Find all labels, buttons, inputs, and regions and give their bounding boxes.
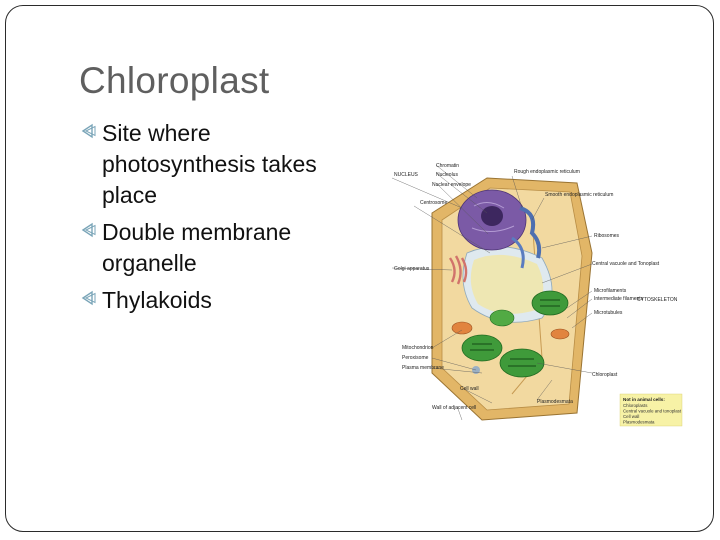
note-item: Cell wall (623, 414, 639, 419)
label-smooth-er: Smooth endoplasmic reticulum (545, 192, 613, 198)
bullet-item: Site where photosynthesis takes place (80, 118, 370, 211)
label-plasma-membrane: Plasma membrane (402, 365, 444, 371)
bullet-marker-icon (81, 123, 96, 139)
label-microtubules: Microtubules (594, 310, 623, 316)
bullet-item: Double membrane organelle (80, 217, 370, 279)
label-ribosomes: Ribosomes (594, 233, 620, 239)
label-microfilaments: Microfilaments (594, 288, 627, 294)
note-item: Chloroplasts (623, 403, 648, 408)
note-item: Plasmodesmata (623, 420, 655, 425)
label-cytoskeleton: CYTOSKELETON (637, 297, 678, 303)
note-item: Central vacuole and tonoplast (623, 409, 682, 414)
label-central-vacuole: Central vacuole and Tonoplast (592, 261, 660, 267)
note-box: Not in animal cells: Chloroplasts Centra… (619, 393, 683, 427)
bullet-marker-icon (81, 290, 96, 306)
bullet-list: Site where photosynthesis takes place Do… (80, 118, 370, 322)
cell-body (431, 177, 593, 421)
label-nucleolus: Nucleolus (436, 172, 458, 178)
label-mitochondrion: Mitochondrion (402, 345, 434, 351)
plant-cell-diagram: Chromatin Nucleolus Nuclear envelope NUC… (392, 158, 686, 428)
label-nuclear-envelope: Nuclear envelope (432, 182, 471, 188)
bullet-text: Double membrane organelle (102, 219, 292, 276)
bullet-item: Thylakoids (80, 285, 370, 316)
label-intermediate-filaments: Intermediate filaments (594, 296, 644, 302)
slide-frame (5, 5, 714, 532)
bullet-text: Thylakoids (102, 287, 212, 313)
slide-title: Chloroplast (79, 60, 270, 101)
label-wall-adjacent: Wall of adjacent cell (432, 405, 476, 411)
label-cell-wall: Cell wall (460, 386, 479, 392)
label-rough-er: Rough endoplasmic reticulum (514, 169, 580, 175)
plant-cell-illustration: Chromatin Nucleolus Nuclear envelope NUC… (392, 163, 683, 427)
label-chloroplast: Chloroplast (592, 372, 618, 378)
label-golgi: Golgi apparatus (394, 266, 430, 272)
label-chromatin: Chromatin (436, 163, 459, 169)
note-heading: Not in animal cells: (623, 397, 665, 402)
label-nucleus: NUCLEUS (394, 172, 419, 178)
bullet-marker-icon (81, 222, 96, 238)
label-peroxisome: Peroxisome (402, 355, 429, 361)
label-plasmodesmata: Plasmodesmata (537, 399, 573, 405)
label-centrosome: Centrosome (420, 200, 447, 206)
bullet-text: Site where photosynthesis takes place (102, 120, 317, 208)
